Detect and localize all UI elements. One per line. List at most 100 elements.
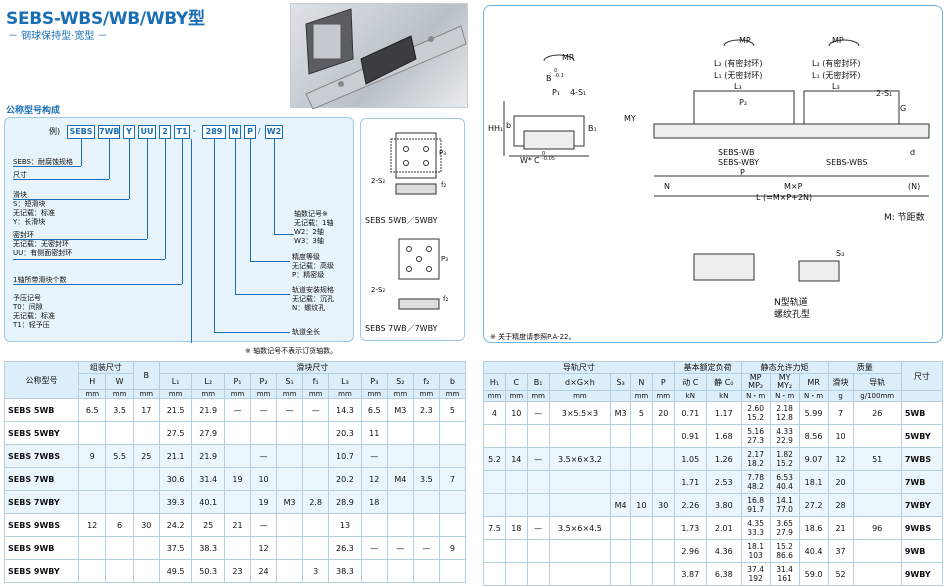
table-cell: — <box>412 536 440 560</box>
table-cell: 7.5 <box>483 516 506 540</box>
unit-cell: kN <box>705 390 742 402</box>
table-cell: 26.3 <box>328 536 362 560</box>
table-cell <box>412 490 440 514</box>
unit-cell: g <box>827 390 854 402</box>
table-cell: 9 <box>77 444 107 468</box>
table-cell: 2.17 18.2 <box>740 447 771 471</box>
col-h1: H₁ <box>483 373 506 391</box>
label-accuracy: 精度等级 无记载：高级 P：精密级 <box>292 253 334 279</box>
model-name: SEBS 9WB <box>4 536 79 560</box>
table-cell: 18.1 103 <box>740 539 771 563</box>
table-cell: 30 <box>651 493 675 517</box>
table-cell <box>412 444 440 468</box>
table-cell: 12 <box>827 447 854 471</box>
table-cell: — <box>526 401 550 425</box>
table-cell: 12 <box>77 513 107 537</box>
col-s2: S₂ <box>386 373 414 390</box>
unit-cell: N・m <box>769 390 800 402</box>
table-cell: 4.36 <box>705 539 742 563</box>
table-cell: 18.1 <box>798 470 829 494</box>
dim-mp-1: MP <box>739 36 751 45</box>
table-cell <box>105 421 134 445</box>
table-cell <box>504 470 528 494</box>
table-cell: 9.07 <box>798 447 829 471</box>
table-cell <box>276 467 304 491</box>
dim-h1: H₁ <box>494 124 504 133</box>
table-cell: 1.71 <box>673 470 707 494</box>
table-cell: 52 <box>827 562 854 586</box>
col-p3: P₃ <box>360 373 388 390</box>
table-cell <box>386 421 414 445</box>
table-cell <box>438 559 467 583</box>
dim-w: W* <box>520 156 532 165</box>
label-seal: 密封环 无记载：无密封环 UU：有侧面密封环 <box>13 231 73 257</box>
table-cell <box>77 536 107 560</box>
table-cell: 96 <box>852 516 902 540</box>
model-name: SEBS 7WB <box>4 467 79 491</box>
col-block-mass: 滑块 <box>827 373 854 391</box>
model-name: SEBS 9WBY <box>4 559 79 583</box>
table-cell: 40.4 <box>798 539 829 563</box>
table-cell: 16.8 91.7 <box>740 493 771 517</box>
table-cell <box>852 539 902 563</box>
table-cell: 1.17 <box>705 401 742 425</box>
table-cell <box>610 447 631 471</box>
table-cell: 20 <box>827 470 854 494</box>
unit-cell: mm <box>548 390 612 402</box>
label-sebs-wbs: SEBS-WBS <box>826 158 868 167</box>
table-cell <box>132 536 160 560</box>
table-cell: 14.3 <box>328 398 362 422</box>
table-cell <box>629 424 653 448</box>
table-cell: 3.5×6×4.5 <box>548 516 612 540</box>
table-cell: 50.3 <box>191 559 225 583</box>
dim-4s1: 4-S₁ <box>570 88 587 97</box>
unit-cell: mm <box>629 390 653 402</box>
s2-label-2: 2-S₂ <box>371 286 386 294</box>
table-cell: 59.0 <box>798 562 829 586</box>
col-b: B <box>132 361 160 390</box>
table-cell: 0.91 <box>673 424 707 448</box>
table-cell: 27.9 <box>191 421 225 445</box>
table-cell <box>651 470 675 494</box>
table-cell <box>132 467 160 491</box>
table-cell: 39.3 <box>158 490 193 514</box>
col-dyn: 动 C <box>673 373 707 391</box>
code-accuracy: P <box>244 125 256 139</box>
table-cell: — <box>526 516 550 540</box>
dim-l1-2: L₁ (无密封环) <box>812 71 861 80</box>
dim-p1: P₁ <box>552 88 561 97</box>
table-cell <box>132 421 160 445</box>
code-spacer: T1 <box>174 125 190 139</box>
table-cell <box>438 490 467 514</box>
table-cell: 5 <box>629 401 653 425</box>
table-cell: 25 <box>132 444 160 468</box>
unit-cell: mm <box>526 390 550 402</box>
table-cell <box>629 447 653 471</box>
table-cell <box>483 470 506 494</box>
table-cell: 25 <box>191 513 225 537</box>
dyn-symbol: C <box>692 377 699 387</box>
table-cell: 3.87 <box>673 562 707 586</box>
table-cell <box>438 444 467 468</box>
unit-cell: N・m <box>740 390 771 402</box>
dim-b-small: b <box>506 121 512 130</box>
table-cell <box>105 490 134 514</box>
table-cell: 17 <box>132 398 160 422</box>
table-cell: 13 <box>328 513 362 537</box>
table-cell: 21 <box>223 513 252 537</box>
table-cell: 7 <box>438 467 467 491</box>
size-name: 9WBS <box>900 516 944 540</box>
table-cell: 7.78 48.2 <box>740 470 771 494</box>
table-cell: 4.33 22.9 <box>769 424 800 448</box>
table-cell <box>360 513 388 537</box>
table-cell <box>610 562 631 586</box>
table-cell: 26 <box>852 401 902 425</box>
unit-cell <box>900 390 944 402</box>
table-cell <box>504 493 528 517</box>
size-name: 7WB <box>900 470 944 494</box>
table-cell <box>302 421 330 445</box>
